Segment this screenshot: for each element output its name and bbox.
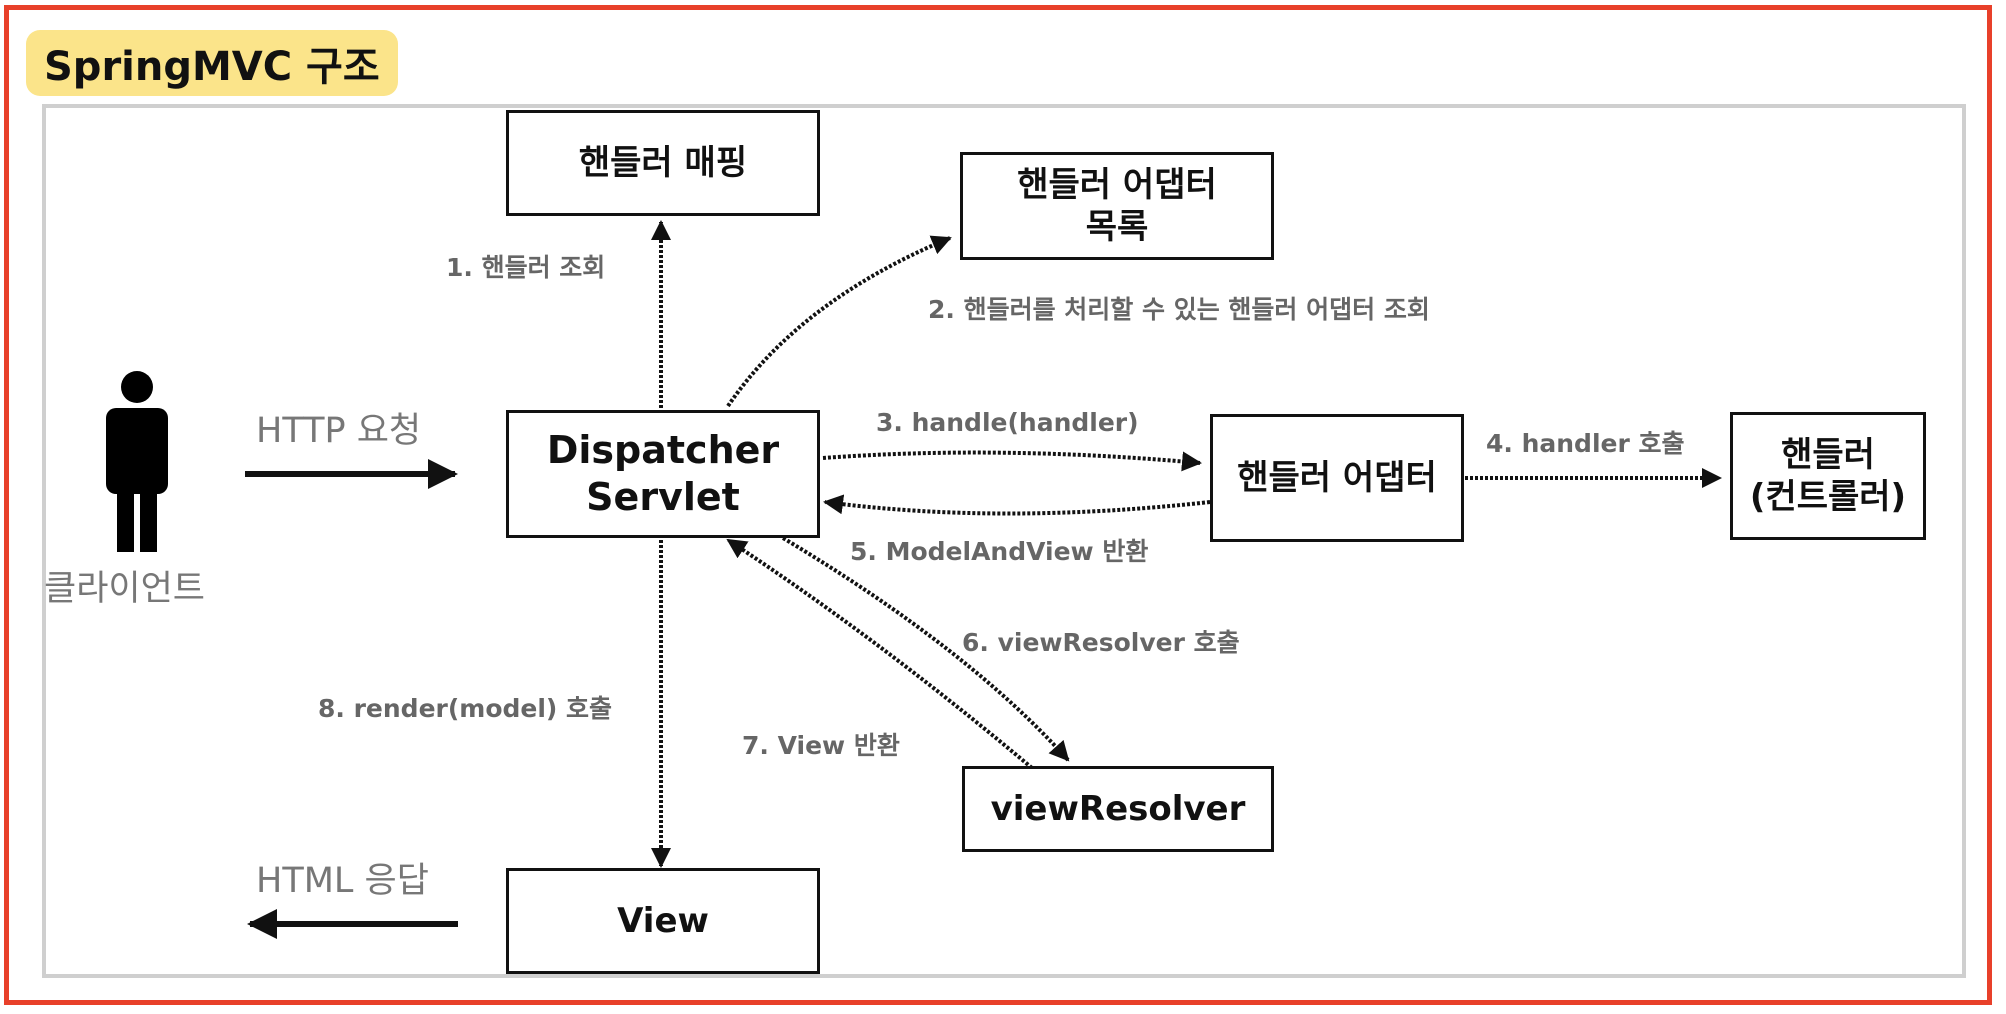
handler-adapter-box: 핸들러 어댑터	[1210, 414, 1464, 542]
view-box: View	[506, 868, 820, 974]
step5-label: 5. ModelAndView 반환	[850, 537, 1149, 566]
handler-box: 핸들러 (컨트롤러)	[1730, 412, 1926, 540]
view-label: View	[617, 900, 709, 941]
dispatcher-servlet-label: Dispatcher Servlet	[546, 427, 780, 520]
diagram-canvas	[42, 104, 1966, 978]
handler-label: 핸들러 (컨트롤러)	[1749, 434, 1907, 518]
step6-label: 6. viewResolver 호출	[962, 628, 1240, 657]
step3-label: 3. handle(handler)	[876, 408, 1139, 437]
step1-label: 1. 핸들러 조회	[446, 253, 606, 282]
step7-label: 7. View 반환	[742, 731, 900, 760]
handler-adapter-list-box: 핸들러 어댑터 목록	[960, 152, 1274, 260]
step2-label: 2. 핸들러를 처리할 수 있는 핸들러 어댑터 조회	[928, 295, 1430, 324]
handler-mapping-label: 핸들러 매핑	[578, 142, 748, 183]
step4-label: 4. handler 호출	[1486, 429, 1685, 458]
view-resolver-label: viewResolver	[990, 788, 1246, 829]
step8-label: 8. render(model) 호출	[318, 694, 613, 723]
diagram-title: SpringMVC 구조	[26, 30, 398, 96]
http-request-label: HTTP 요청	[256, 411, 422, 451]
handler-mapping-box: 핸들러 매핑	[506, 110, 820, 216]
html-response-label: HTML 응답	[256, 861, 429, 901]
outer-frame	[4, 5, 1992, 1005]
dispatcher-servlet-box: Dispatcher Servlet	[506, 410, 820, 538]
client-label: 클라이언트	[44, 569, 206, 609]
handler-adapter-label: 핸들러 어댑터	[1237, 457, 1437, 498]
handler-adapter-list-label: 핸들러 어댑터 목록	[1017, 164, 1217, 248]
view-resolver-box: viewResolver	[962, 766, 1274, 852]
